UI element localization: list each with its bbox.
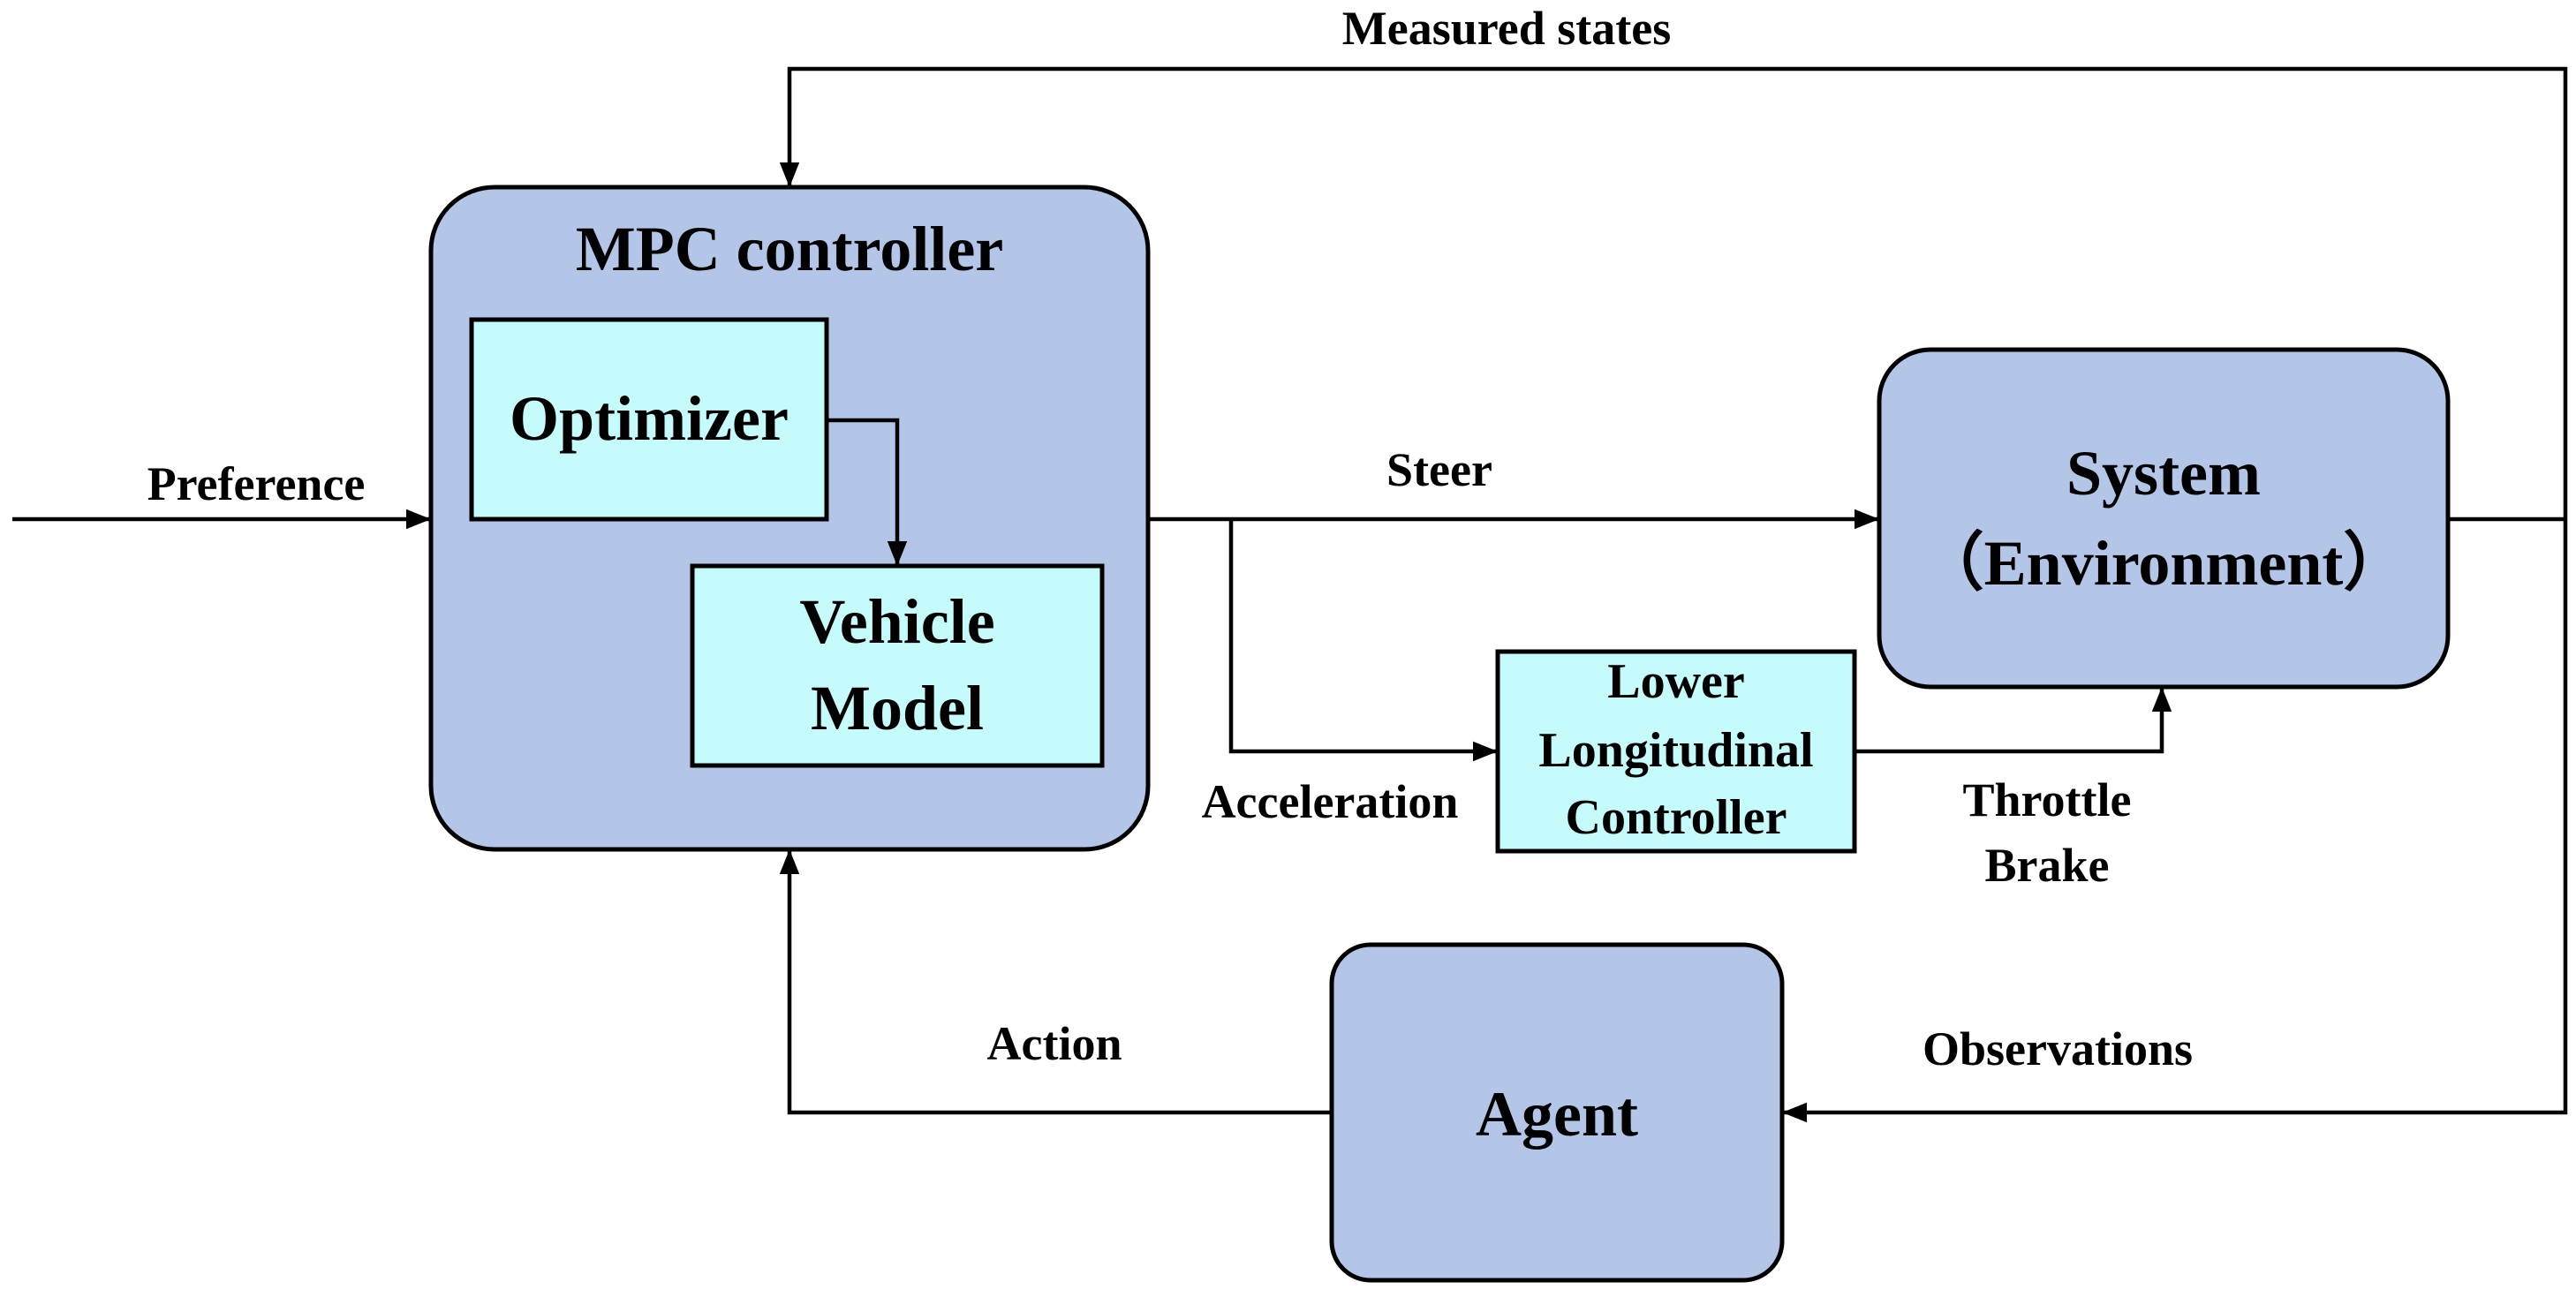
brake-label: Brake — [1985, 839, 2110, 892]
lower-longitudinal-controller-block — [1495, 649, 1857, 854]
vehicle-model-label-line1: Vehicle — [799, 586, 994, 657]
agent-label: Agent — [1476, 1079, 1638, 1150]
measured-states-wire — [779, 66, 2568, 519]
action-label: Action — [987, 1017, 1122, 1070]
lower-controller-label-line1: Lower — [1607, 654, 1745, 709]
steer-label: Steer — [1386, 443, 1492, 496]
observations-label: Observations — [1923, 1022, 2193, 1075]
mpc-controller-title: MPC controller — [576, 214, 1004, 284]
lower-controller-label-line3: Controller — [1566, 790, 1787, 845]
vehicle-model-label-line2: Model — [811, 673, 984, 743]
system-label-line2: （Environment） — [1921, 528, 2407, 599]
action-wire — [779, 849, 1332, 1115]
optimizer-block — [469, 317, 829, 522]
throttle-label: Throttle — [1963, 773, 2132, 826]
observations-wire — [1782, 519, 2568, 1123]
optimizer-label: Optimizer — [510, 383, 789, 454]
measured-states-label: Measured states — [1342, 2, 1671, 55]
preference-label: Preference — [147, 457, 366, 510]
lower-controller-label-line2: Longitudinal — [1538, 723, 1813, 778]
optimizer-to-vehicle-model-wire — [827, 418, 908, 566]
acceleration-label: Acceleration — [1202, 775, 1459, 828]
system-environment-block — [1877, 347, 2451, 690]
throttle-brake-wire — [1855, 687, 2172, 754]
acceleration-wire — [1228, 519, 1498, 762]
system-label-line1: System — [2066, 438, 2261, 509]
